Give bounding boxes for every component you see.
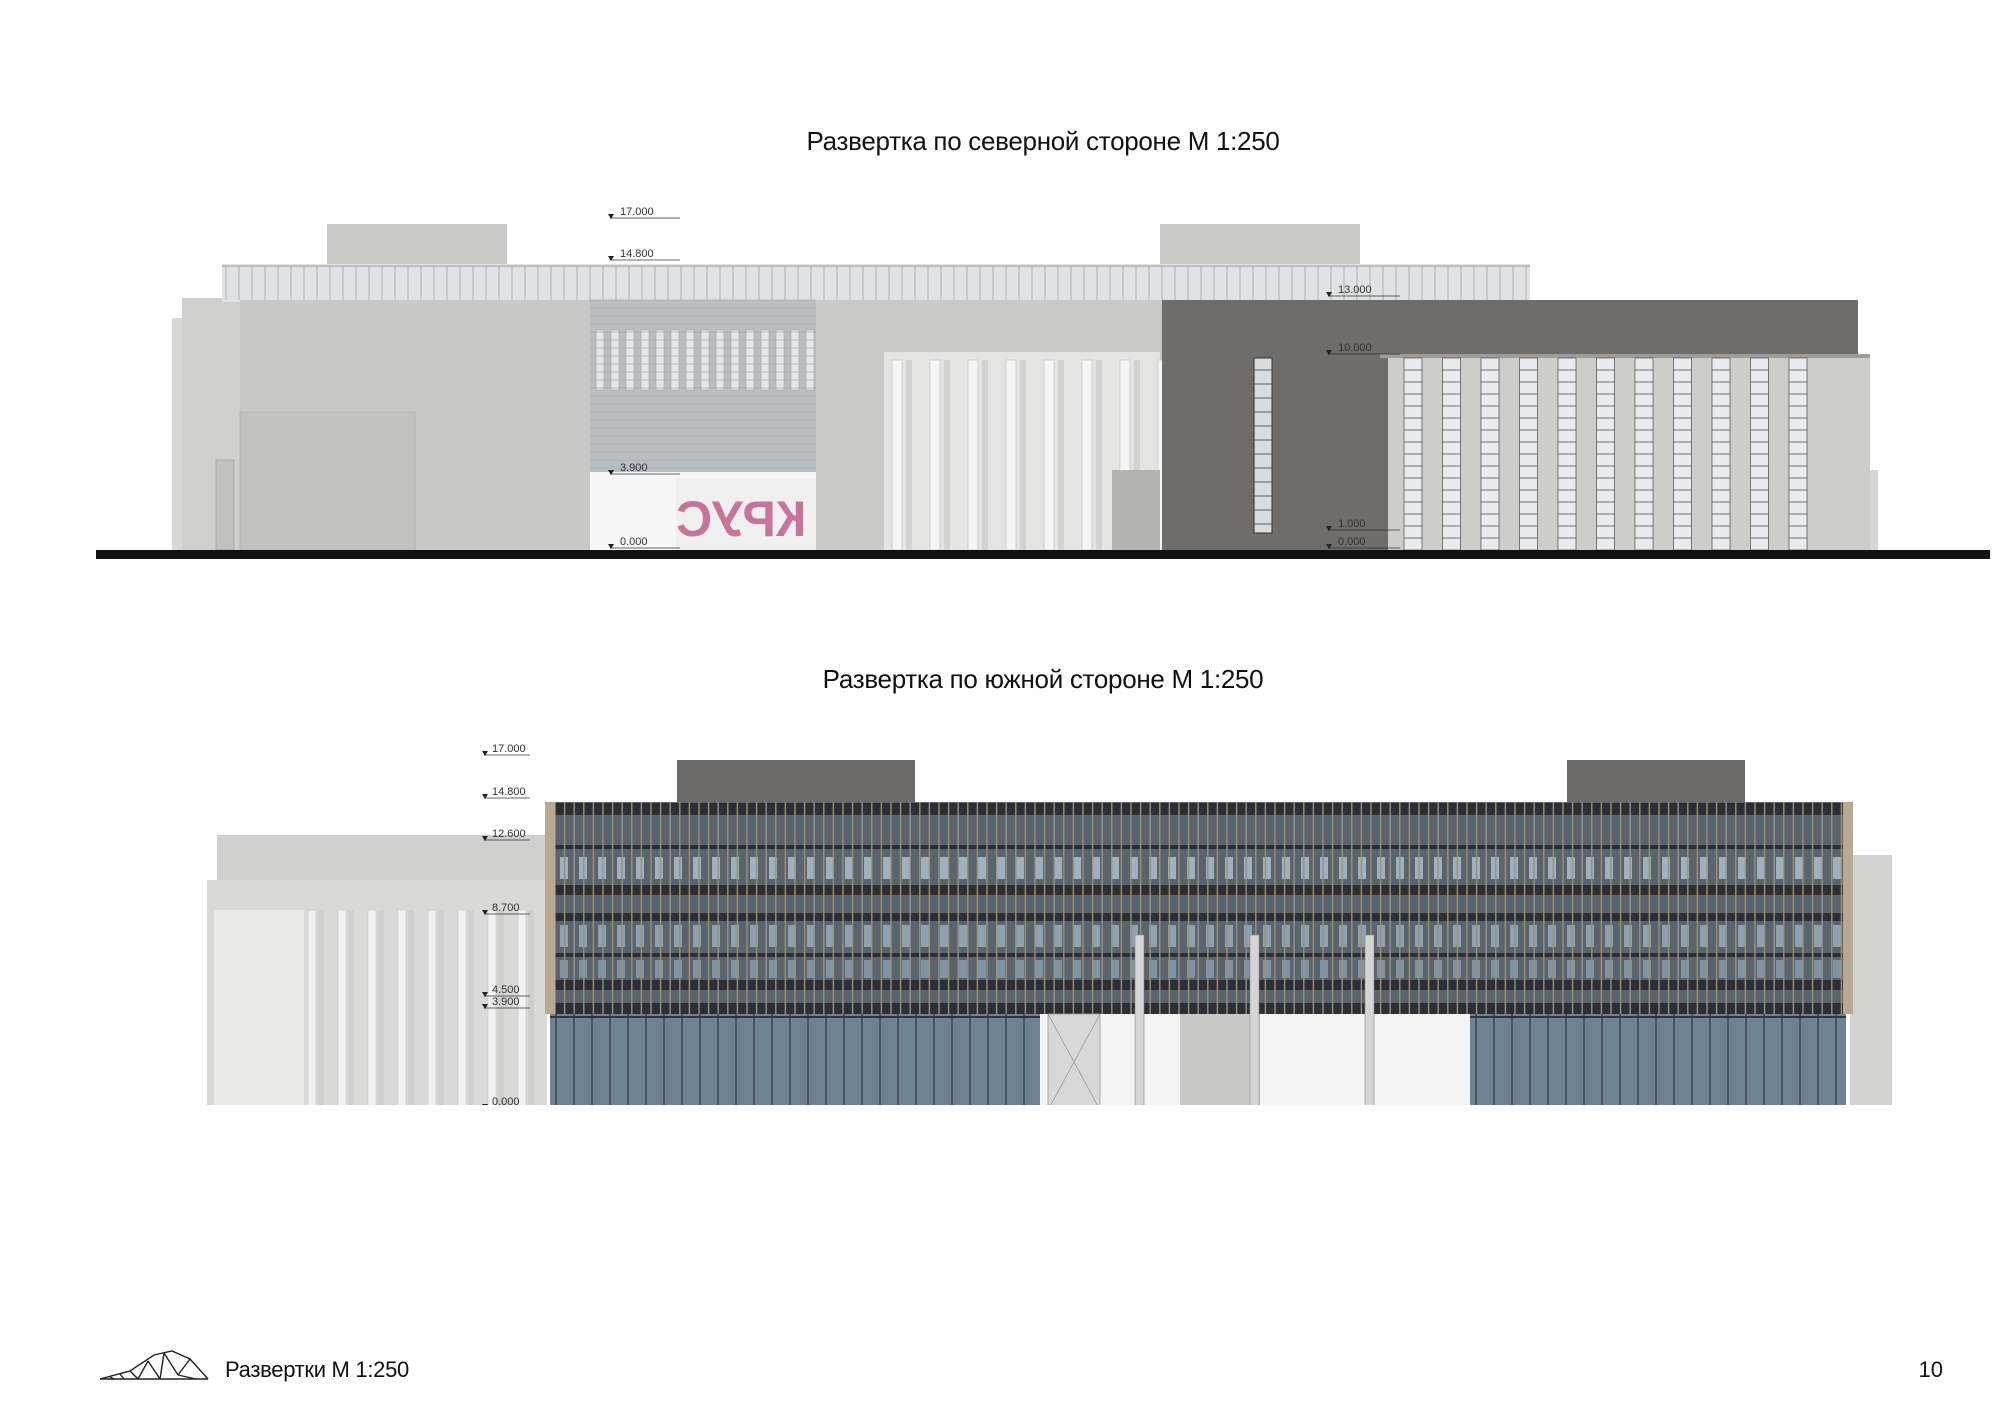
south-passage-wall [1180, 1014, 1260, 1105]
north-right-columns [1403, 357, 1808, 551]
north-left-door [215, 459, 235, 551]
south-elevation-drawing: 17.000 14.800 12.600 8.700 4.500 3.900 0… [207, 743, 1892, 1105]
north-dark-window-grid [1254, 369, 1272, 525]
north-roof-box-right [1160, 224, 1360, 264]
south-ground-glazing-right [1470, 1014, 1846, 1105]
south-level-0000: 0.000 [492, 1096, 520, 1105]
south-corner-left [545, 802, 555, 1014]
north-right-cornice [1380, 354, 1870, 358]
south-upper-facade [545, 802, 1853, 1014]
south-level-4500: 4.500 [492, 984, 520, 996]
north-main-wall-panel [239, 411, 416, 551]
north-sign-panel [676, 478, 816, 550]
south-left-roof [217, 835, 547, 880]
north-level-10000: 10.000 [1338, 342, 1372, 354]
south-level-3900: 3.900 [492, 996, 520, 1008]
north-elevation-title: Развертка по северной стороне М 1:250 [806, 126, 1280, 156]
north-level-marks: 17.000 14.800 13.000 10.000 3.900 1.000 … [608, 206, 1400, 549]
footer-label: Развертки М 1:250 [225, 1357, 409, 1382]
south-level-17000: 17.000 [492, 743, 526, 755]
north-dark-window [1253, 357, 1273, 534]
north-louvre-lines [222, 265, 1530, 300]
south-ground-glazing-left [550, 1014, 1040, 1105]
south-column-3 [1364, 934, 1375, 1105]
south-roof-box-right [1567, 760, 1745, 802]
north-level-1000: 1.000 [1338, 518, 1366, 530]
north-roof-box-left [327, 224, 507, 264]
south-right-annex [1850, 855, 1892, 1105]
south-ground-mullions [550, 1014, 1846, 1105]
south-corner-right [1843, 802, 1853, 1014]
south-roof-box-left [677, 760, 915, 802]
north-level-13000: 13.000 [1338, 284, 1372, 296]
north-level-3900: 3.900 [620, 462, 648, 474]
south-level-marks: 17.000 14.800 12.600 8.700 4.500 3.900 0… [482, 743, 530, 1105]
north-level-0000-right: 0.000 [1338, 536, 1366, 548]
north-sign-text: КРУС [676, 491, 806, 547]
north-level-17000: 17.000 [620, 206, 654, 218]
south-level-12600: 12.600 [492, 828, 526, 840]
north-level-14800: 14.800 [620, 248, 654, 260]
south-column-2 [1249, 934, 1260, 1105]
page-number: 10 [1918, 1357, 1943, 1382]
south-column-1 [1134, 934, 1145, 1105]
north-level-0000-left: 0.000 [620, 536, 648, 548]
south-level-14800: 14.800 [492, 786, 526, 798]
north-ground-line [96, 550, 1990, 559]
north-central-glazing-grid [590, 299, 816, 469]
north-elevation-drawing: КРУС 17.000 14.800 13.000 10.000 3.900 1… [96, 206, 1990, 559]
logo-icon [99, 1350, 209, 1380]
south-left-pilasters [307, 909, 534, 1105]
south-elevation-title: Развертка по южной стороне М 1:250 [822, 664, 1264, 694]
north-right-edge [1870, 470, 1878, 550]
north-small-annex [1112, 470, 1160, 550]
south-left-panel [214, 910, 304, 1105]
south-level-8700: 8.700 [492, 902, 520, 914]
